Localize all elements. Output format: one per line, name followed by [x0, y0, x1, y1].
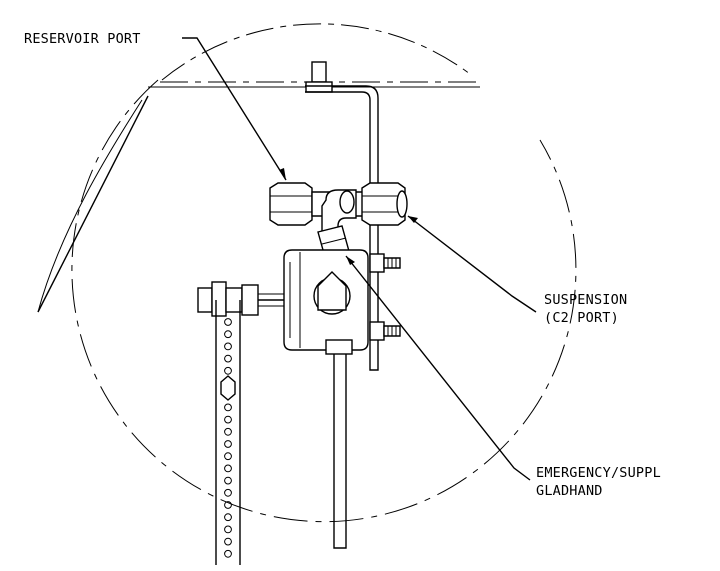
arm-hole — [224, 537, 232, 546]
arm-hole — [224, 525, 232, 534]
suspension-label-line1: SUSPENSION — [544, 292, 627, 308]
arm-hole — [224, 488, 232, 497]
mounting-bracket — [305, 61, 379, 371]
suspension-label-line2: (C2 PORT) — [544, 310, 619, 326]
arm-hole — [224, 403, 232, 412]
arm-hole — [224, 549, 232, 558]
arm-hole — [224, 330, 232, 339]
down-tube — [333, 354, 347, 549]
reservoir-port-label: RESERVOIR PORT — [24, 31, 141, 47]
perforated-arm — [215, 300, 241, 565]
arm-hole — [224, 501, 232, 509]
arm-hole — [224, 476, 232, 485]
emergency-label-line2: GLADHAND — [536, 483, 603, 499]
arm-hole — [224, 464, 232, 473]
arm-hole — [224, 415, 232, 424]
arm-hole — [224, 427, 232, 436]
arm-hole — [224, 440, 232, 448]
arm-hole — [224, 342, 232, 351]
arm-hole — [224, 318, 232, 326]
arm-hole — [224, 354, 232, 363]
emergency-label-line1: EMERGENCY/SUPPL — [536, 465, 661, 481]
arm-hole — [224, 452, 232, 461]
linkage-bolt — [197, 281, 284, 317]
leader-lines — [182, 37, 537, 481]
arm-hole — [224, 513, 232, 522]
detail-circle-boundary — [37, 23, 577, 523]
valve-body — [283, 249, 401, 355]
arm-hole — [224, 366, 232, 375]
